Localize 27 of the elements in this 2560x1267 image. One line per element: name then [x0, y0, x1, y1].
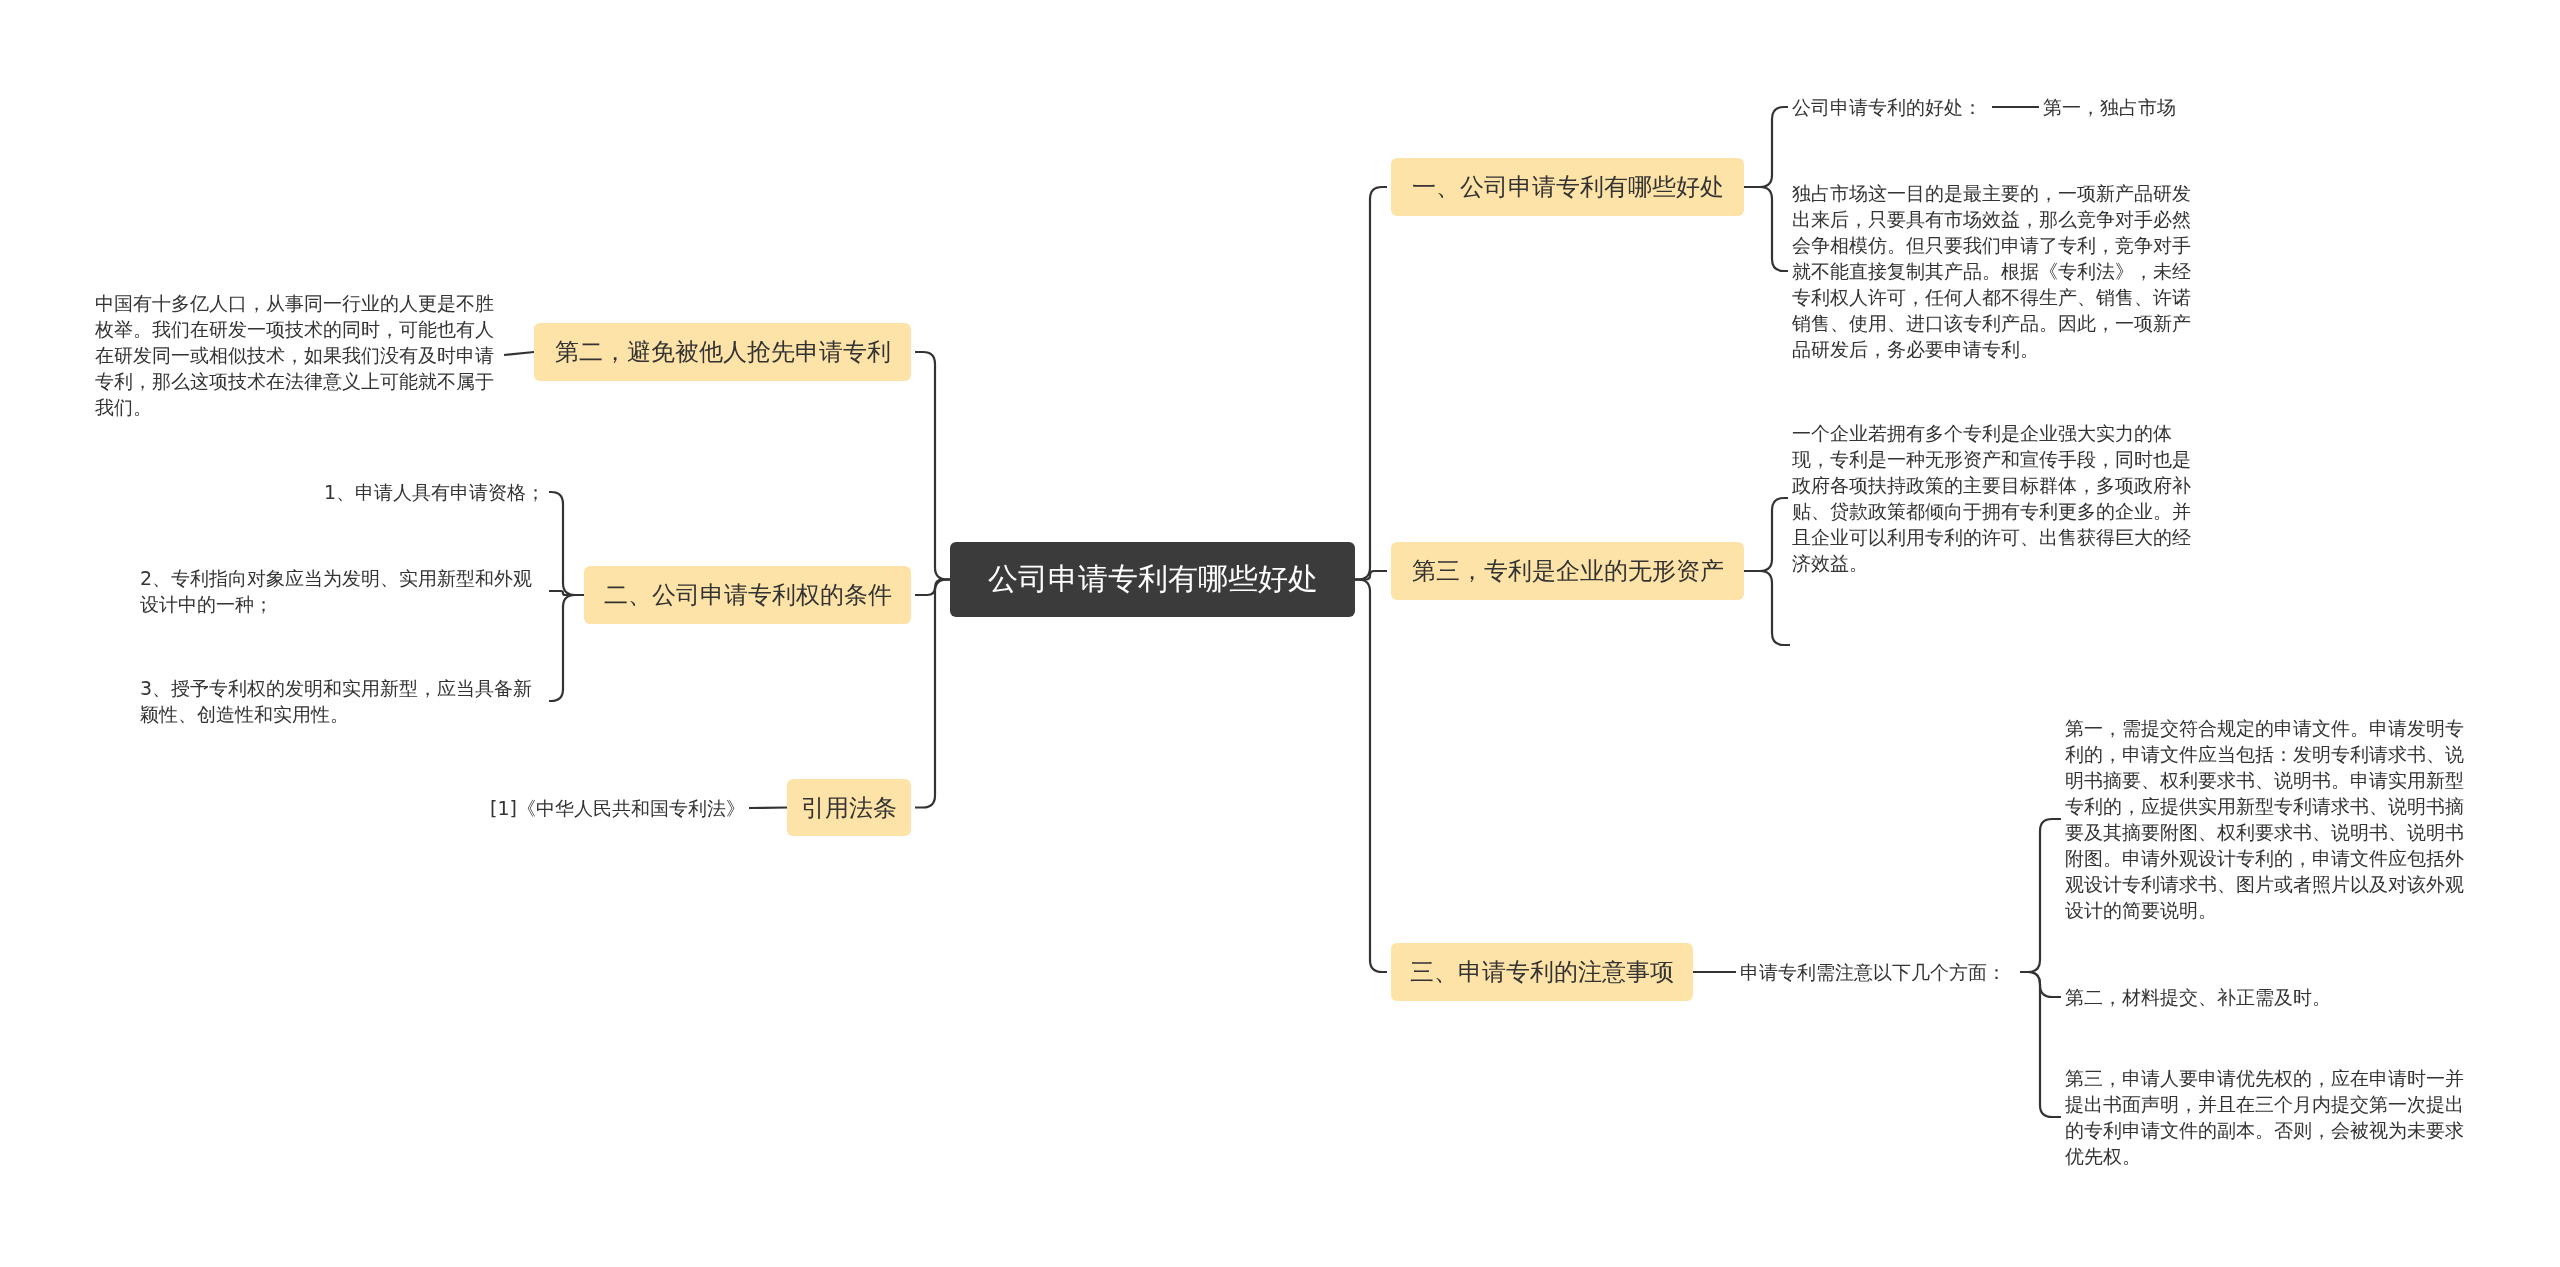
- topic-box: 第三，专利是企业的无形资产: [1391, 542, 1744, 600]
- note-text: 第三，申请人要申请优先权的，应在申请时一并提出书面声明，并且在三个月内提交第一次提出的专利申请文件的副本。否则，会被视为未要求优先权。: [2065, 1065, 2475, 1169]
- topic-box: 引用法条: [787, 779, 911, 836]
- connector-line: [1744, 569, 1790, 647]
- note-text: 1、申请人具有申请资格；: [290, 479, 545, 505]
- note-text: 第一，需提交符合规定的申请文件。申请发明专利的，申请文件应当包括：发明专利请求书、说明书摘要、权利要求书、说明书。申请实用新型专利的，应提供实用新型专利请求书、说明书摘要及其摘要附图、权利要求书、说明书、说明书附图。申请外观设计专利的，申请文件应包括外观设计专利请求书、图片或者照片以及对该外观设计的简要说明。: [2065, 715, 2475, 923]
- note-text: 中国有十多亿人口，从事同一行业的人更是不胜枚举。我们在研发一项技术的同时，可能也有人在研发同一或相似技术，如果我们没有及时申请专利，那么这项技术在法律意义上可能就不属于我们。: [95, 290, 500, 420]
- connector-line: [749, 806, 787, 810]
- note-text: 第一，独占市场: [2043, 94, 2203, 120]
- topic-box: 三、申请专利的注意事项: [1391, 943, 1693, 1001]
- connector-line: [503, 350, 535, 357]
- central-topic-box: 公司申请专利有哪些好处: [950, 542, 1355, 617]
- topic-box: 二、公司申请专利权的条件: [584, 566, 911, 624]
- connector-line: [1992, 105, 2039, 109]
- note-text: 第二，材料提交、补正需及时。: [2065, 984, 2365, 1010]
- note-text: 2、专利指向对象应当为发明、实用新型和外观设计中的一种；: [140, 565, 545, 617]
- topic-box: 一、公司申请专利有哪些好处: [1391, 158, 1744, 216]
- note-text: 一个企业若拥有多个专利是企业强大实力的体现，专利是一种无形资产和宣传手段，同时也是政府各项扶持政策的主要目标群体，多项政府补贴、贷款政策都倾向于拥有专利更多的企业。并且企业可以利用专利的许可、出售获得巨大的经济效益。: [1792, 420, 2197, 576]
- note-text: [1]《中华人民共和国专利法》: [480, 795, 745, 821]
- note-text: 公司申请专利的好处：: [1792, 94, 1992, 120]
- connector-line: [1693, 970, 1736, 974]
- connector-line: [549, 593, 584, 703]
- topic-box: 第二，避免被他人抢先申请专利: [534, 323, 911, 381]
- note-text: 3、授予专利权的发明和实用新型，应当具备新颖性、创造性和实用性。: [140, 675, 545, 727]
- connector-line: [915, 578, 950, 809]
- note-text: 独占市场这一目的是最主要的，一项新产品研发出来后，只要具有市场效益，那么竞争对手必然会争相模仿。但只要我们申请了专利，竞争对手就不能直接复制其产品。根据《专利法》，未经专利权人许可，任何人都不得生产、销售、许诺销售、使用、进口该专利产品。因此，一项新产品研发后，务必要申请专利。: [1792, 180, 2197, 362]
- note-text: 申请专利需注意以下几个方面：: [1740, 959, 2020, 985]
